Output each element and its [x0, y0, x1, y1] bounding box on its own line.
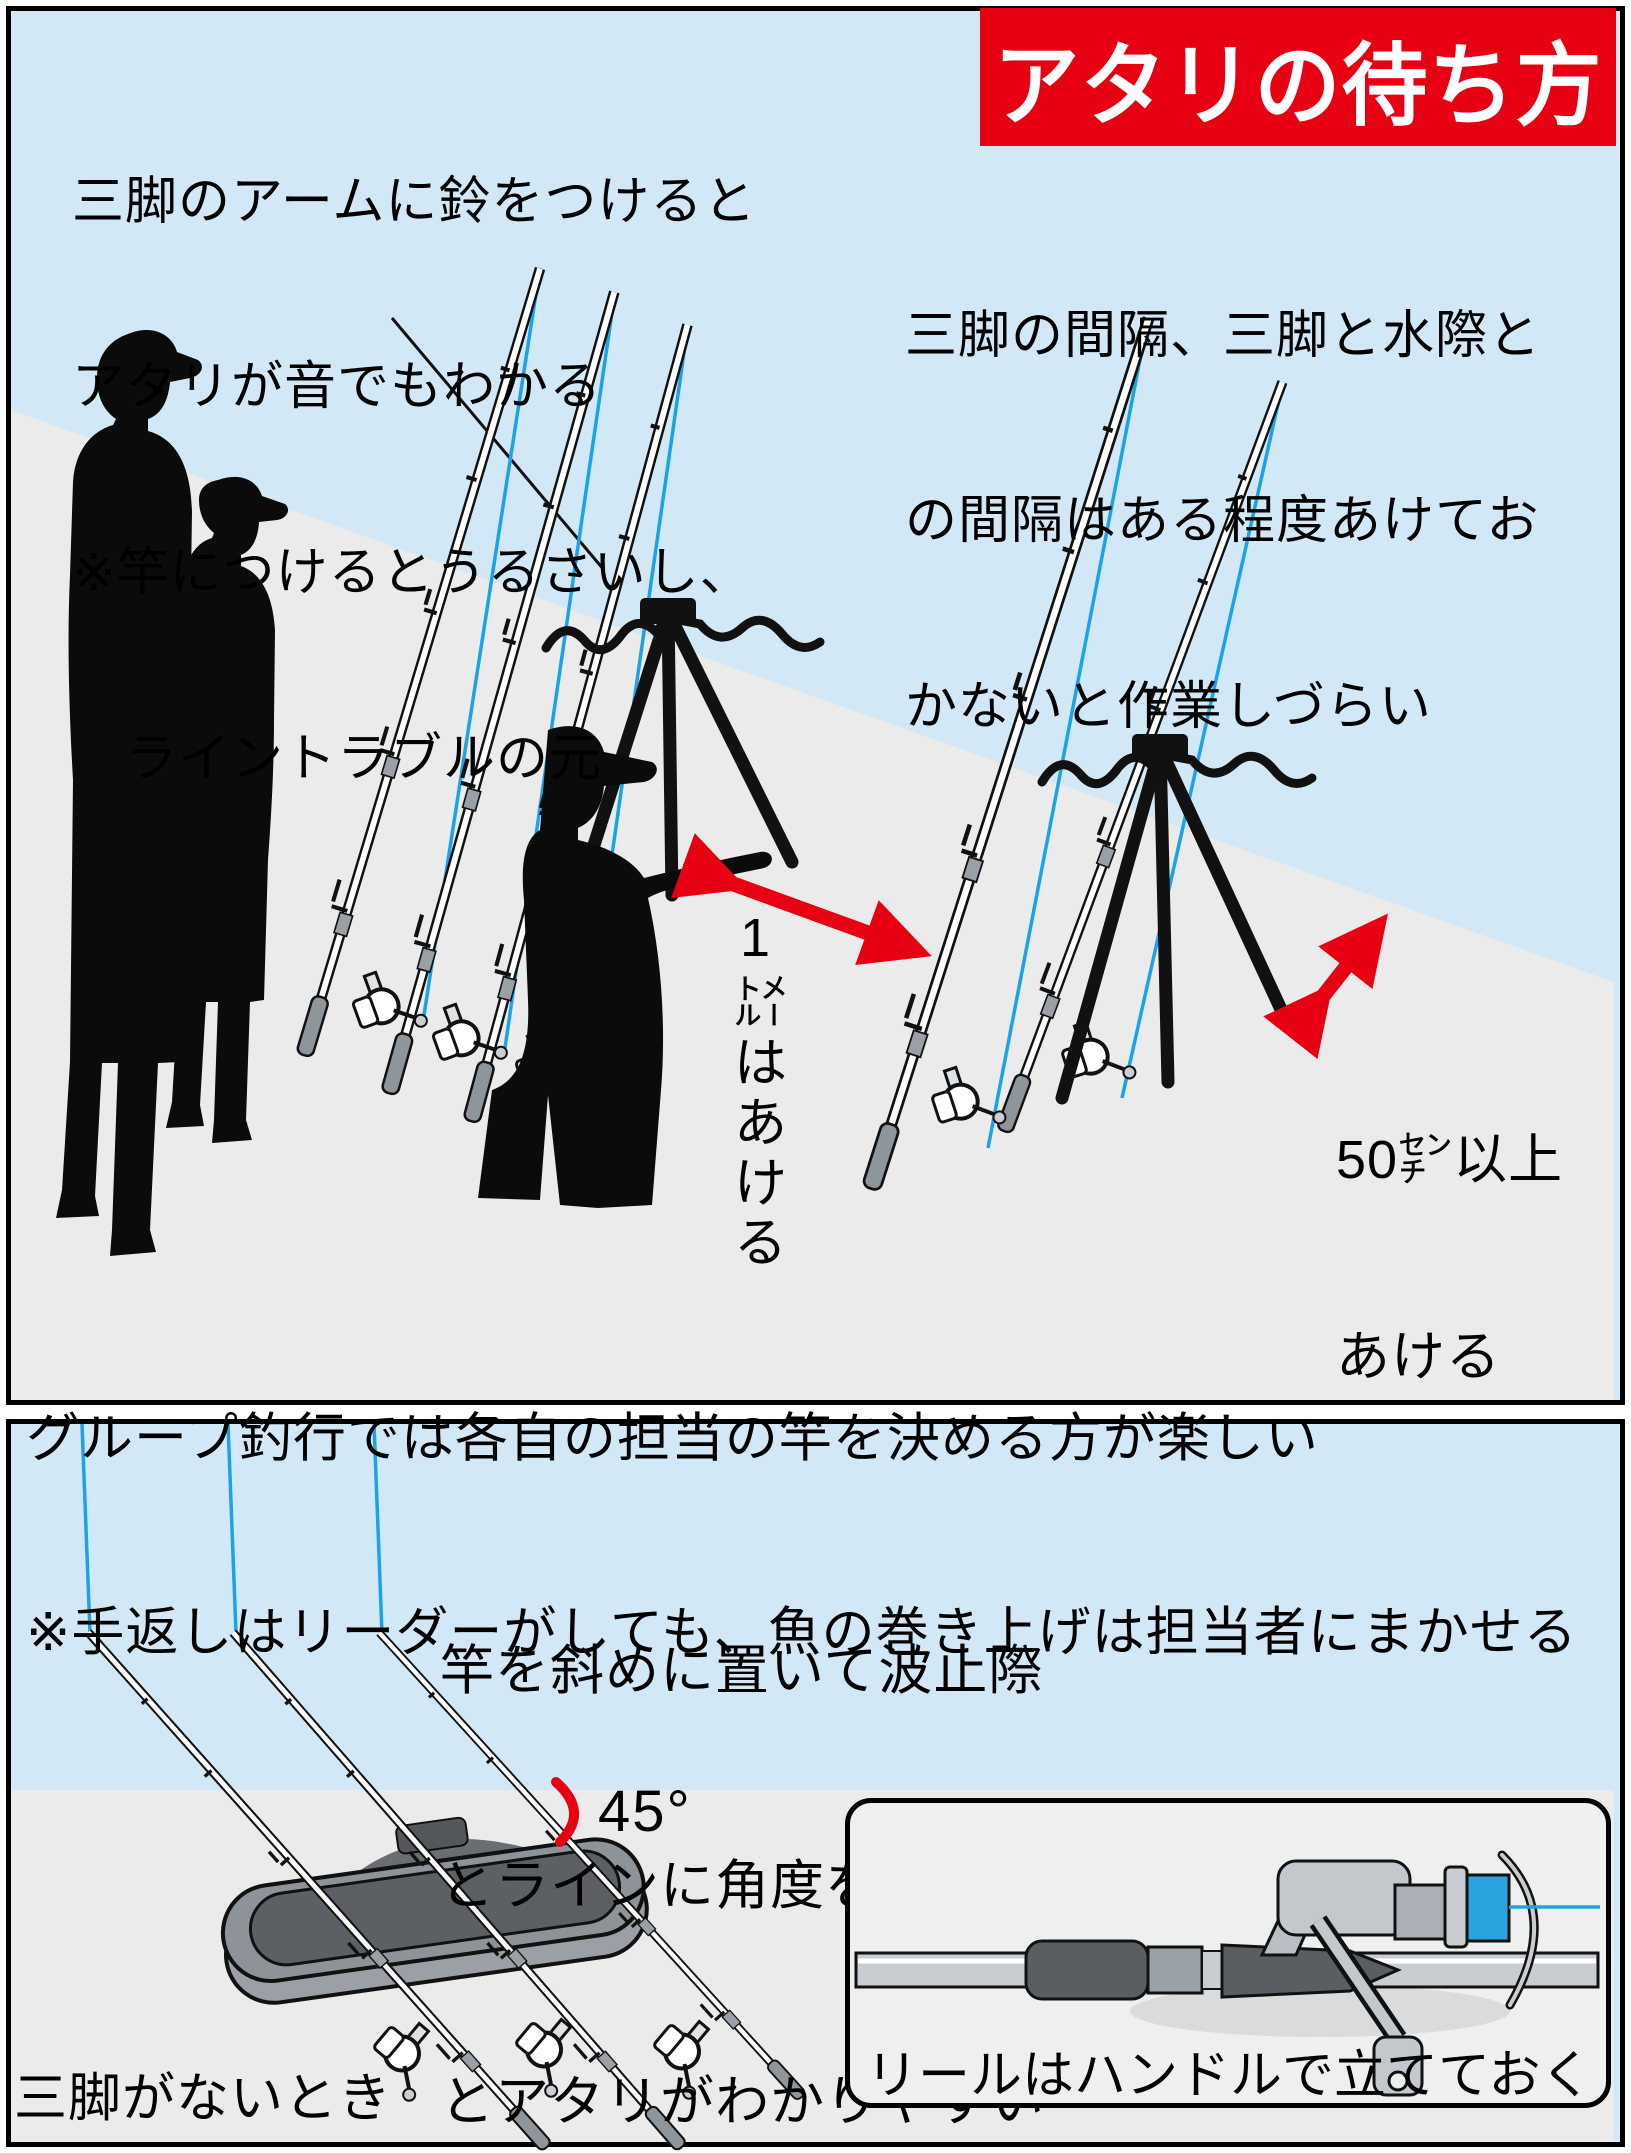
note-spacing: 三脚の間隔、三脚と水際と の間隔はある程度あけてお かないと作業しづらい — [905, 306, 1542, 736]
note-group-fishing: グループ釣行では各自の担当の竿を決める方が楽しい ※手返しはリーダーがしても、魚… — [26, 1409, 1578, 1663]
reel-illustration — [854, 1850, 1600, 2097]
foregrip — [1024, 1939, 1150, 2001]
spool-skirt — [1443, 1865, 1469, 1949]
label-45-degrees: 45° — [598, 1779, 692, 1844]
reel-inset-box: リールはハンドルで立てておく — [845, 1798, 1611, 2108]
note-bell: 三脚のアームに鈴をつけると アタリが音でもわかる ※竿につけるとうるさいし、 ラ… — [72, 172, 757, 788]
label-50cm-spacing: 50㌢以上 あける — [1336, 1129, 1564, 1388]
label-1m-spacing: 1㍍はあける — [725, 908, 785, 1274]
note-rodcase: 三脚がないとき はロッドケース などに竿を置く — [14, 2069, 392, 2129]
inset-caption: リールはハンドルで立てておく — [866, 2047, 1593, 2105]
spool-with-line — [1465, 1873, 1511, 1943]
reel-seat — [1146, 1945, 1204, 1995]
title-banner: アタリの待ち方 — [980, 8, 1616, 146]
handle-knob — [1372, 2035, 1424, 2097]
reel-body — [1276, 1859, 1412, 1937]
page-title: アタリの待ち方 — [993, 35, 1603, 137]
